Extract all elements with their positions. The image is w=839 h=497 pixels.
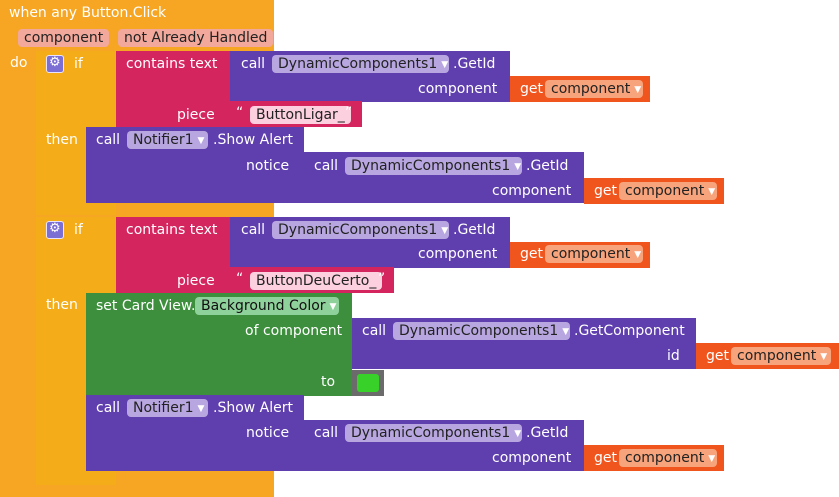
method-label: .GetId bbox=[526, 158, 569, 174]
close-quote: ” bbox=[345, 105, 353, 121]
chevron-down-icon[interactable]: ▼ bbox=[562, 327, 570, 337]
method-label: .Show Alert bbox=[213, 132, 294, 148]
set-prefix-label: set Card View. bbox=[96, 298, 196, 314]
call-label: call bbox=[241, 222, 266, 238]
id-label: id bbox=[667, 348, 680, 364]
call-label: call bbox=[362, 323, 387, 339]
component-dropdown-dynamiccomponents1[interactable]: DynamicComponents1▼ bbox=[345, 424, 522, 442]
gear-icon[interactable] bbox=[46, 55, 64, 73]
call-label: call bbox=[96, 400, 121, 416]
call-label: call bbox=[314, 425, 339, 441]
variable-dropdown-component[interactable]: component▼ bbox=[545, 80, 643, 98]
open-quote: “ bbox=[236, 271, 244, 287]
arg-label-component: component bbox=[492, 450, 572, 466]
chevron-down-icon[interactable]: ▼ bbox=[634, 250, 642, 260]
chevron-down-icon[interactable]: ▼ bbox=[197, 404, 205, 414]
piece-label: piece bbox=[177, 273, 215, 289]
chevron-down-icon[interactable]: ▼ bbox=[634, 85, 642, 95]
show-alert-block-1-notice-row bbox=[86, 152, 304, 203]
method-label: .GetId bbox=[453, 56, 496, 72]
arg-label-component: component bbox=[418, 246, 498, 262]
get-label: get bbox=[520, 246, 543, 262]
variable-dropdown-component[interactable]: component▼ bbox=[619, 449, 717, 467]
text-value-buttondeucerto[interactable]: ButtonDeuCerto_ bbox=[250, 272, 383, 290]
if-label: if bbox=[74, 56, 83, 72]
chevron-down-icon[interactable]: ▼ bbox=[514, 162, 522, 172]
open-quote: “ bbox=[236, 105, 244, 121]
get-label: get bbox=[706, 348, 729, 364]
chevron-down-icon[interactable]: ▼ bbox=[708, 187, 716, 197]
notice-label: notice bbox=[246, 425, 290, 441]
method-label: .GetId bbox=[526, 425, 569, 441]
notice-label: notice bbox=[246, 158, 290, 174]
if-label: if bbox=[74, 222, 83, 238]
gear-icon[interactable] bbox=[46, 221, 64, 239]
chevron-down-icon[interactable]: ▼ bbox=[441, 60, 449, 70]
color-swatch[interactable] bbox=[357, 374, 379, 392]
call-label: call bbox=[314, 158, 339, 174]
get-label: get bbox=[594, 450, 617, 466]
component-dropdown-dynamiccomponents1[interactable]: DynamicComponents1▼ bbox=[345, 157, 522, 175]
component-dropdown-notifier1[interactable]: Notifier1▼ bbox=[127, 399, 208, 417]
text-value-buttonligar[interactable]: ButtonLigar_ bbox=[250, 106, 351, 124]
component-dropdown-dynamiccomponents1[interactable]: DynamicComponents1▼ bbox=[272, 221, 449, 239]
component-dropdown-notifier1[interactable]: Notifier1▼ bbox=[127, 131, 208, 149]
chevron-down-icon[interactable]: ▼ bbox=[441, 226, 449, 236]
component-dropdown-dynamiccomponents1[interactable]: DynamicComponents1▼ bbox=[272, 55, 449, 73]
get-label: get bbox=[594, 183, 617, 199]
chevron-down-icon[interactable]: ▼ bbox=[197, 136, 205, 146]
chevron-down-icon[interactable]: ▼ bbox=[514, 429, 522, 439]
method-label: .GetId bbox=[453, 222, 496, 238]
chevron-down-icon[interactable]: ▼ bbox=[329, 302, 337, 312]
arg-label-component: component bbox=[492, 183, 572, 199]
get-label: get bbox=[520, 81, 543, 97]
method-label: .GetComponent bbox=[574, 323, 685, 339]
then-label: then bbox=[46, 132, 78, 148]
chevron-down-icon[interactable]: ▼ bbox=[820, 352, 828, 362]
property-dropdown-background-color[interactable]: Background Color▼ bbox=[195, 297, 339, 315]
method-label: .Show Alert bbox=[213, 400, 294, 416]
to-label: to bbox=[321, 374, 336, 390]
piece-label: piece bbox=[177, 107, 215, 123]
contains-text-label: contains text bbox=[126, 56, 218, 72]
event-title: when any Button.Click bbox=[9, 5, 167, 21]
then-label: then bbox=[46, 297, 78, 313]
variable-dropdown-component[interactable]: component▼ bbox=[545, 245, 643, 263]
variable-dropdown-component[interactable]: component▼ bbox=[619, 182, 717, 200]
call-label: call bbox=[241, 56, 266, 72]
contains-text-label: contains text bbox=[126, 222, 218, 238]
variable-dropdown-component[interactable]: component▼ bbox=[731, 347, 831, 365]
component-dropdown-dynamiccomponents1[interactable]: DynamicComponents1▼ bbox=[393, 322, 570, 340]
call-label: call bbox=[96, 132, 121, 148]
arg-label-component: component bbox=[418, 81, 498, 97]
chevron-down-icon[interactable]: ▼ bbox=[708, 454, 716, 464]
if-block-1-bottom bbox=[36, 201, 116, 215]
of-component-label: of component bbox=[245, 323, 343, 339]
event-param-component[interactable]: component bbox=[18, 29, 110, 47]
event-param-not-already-handled[interactable]: not Already Handled bbox=[118, 29, 274, 47]
do-label: do bbox=[10, 55, 28, 71]
close-quote: ” bbox=[378, 271, 386, 287]
